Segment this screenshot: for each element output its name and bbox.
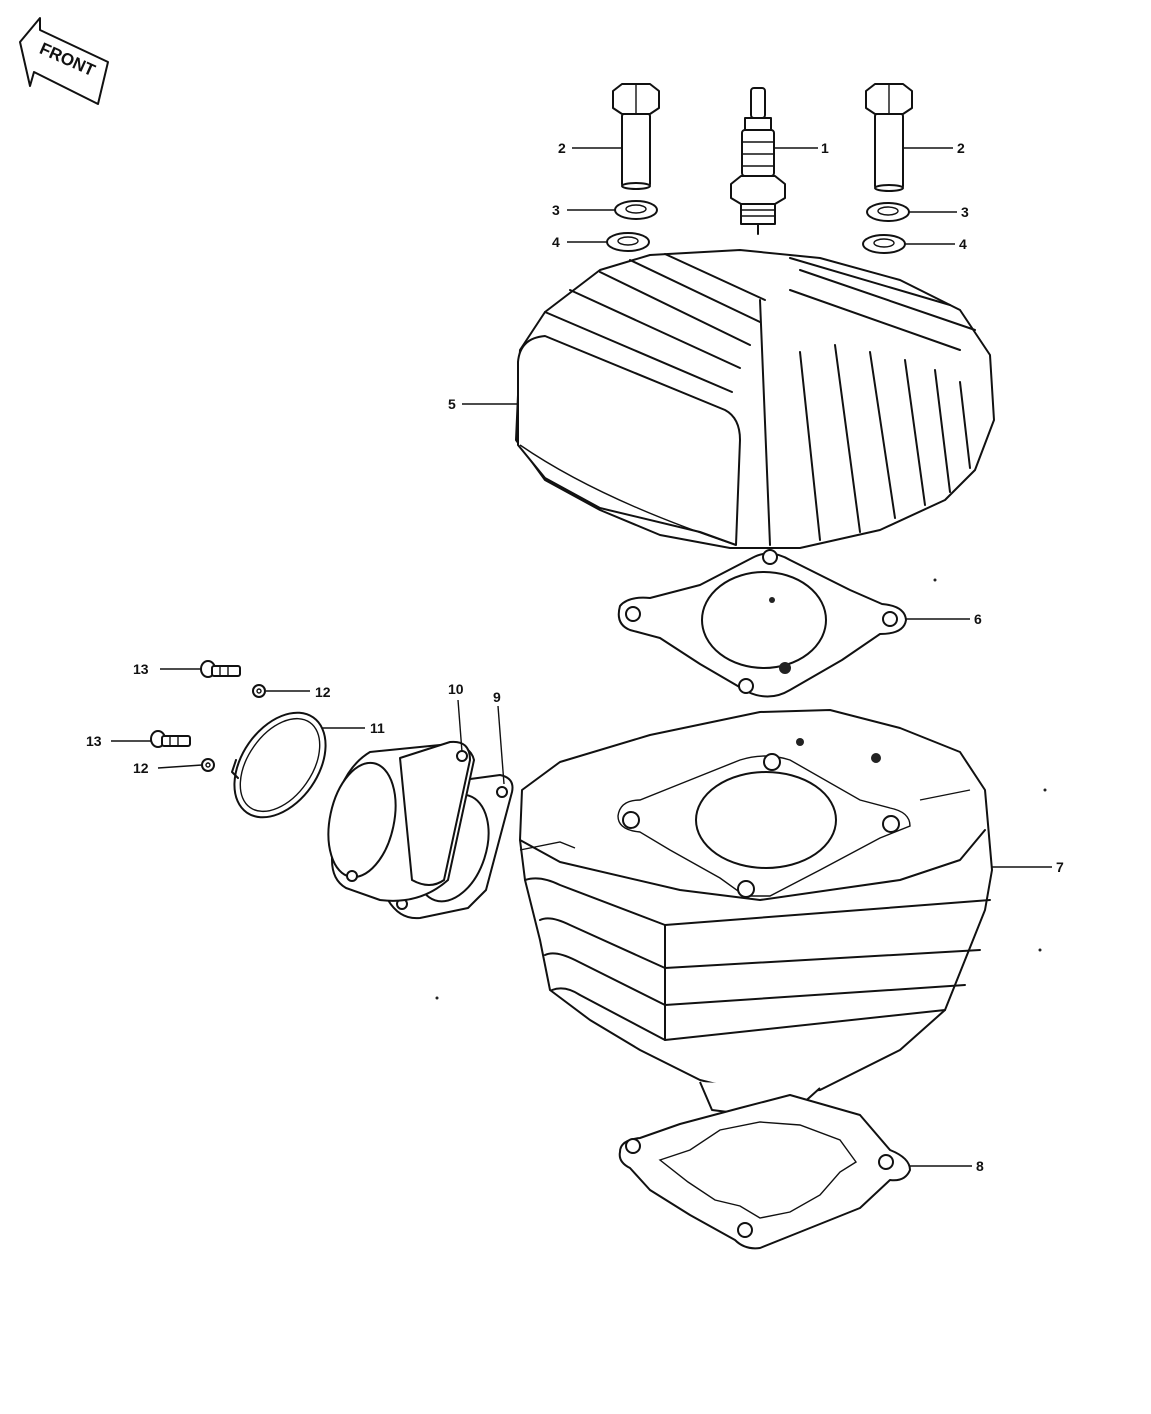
callout-screw-upper: 13 bbox=[133, 661, 149, 677]
scan-specks bbox=[435, 578, 1047, 1000]
lock-washer-upper bbox=[252, 684, 266, 698]
head-bolt-right bbox=[865, 83, 913, 192]
lock-washer-lower bbox=[201, 758, 215, 772]
washer-upper-left bbox=[614, 200, 658, 220]
leader-lines bbox=[111, 147, 1052, 1167]
callout-spark-plug: 1 bbox=[821, 140, 829, 156]
screw-lower bbox=[150, 730, 191, 748]
callout-base-gasket: 8 bbox=[976, 1158, 984, 1174]
intake-manifold bbox=[327, 740, 475, 902]
callout-head-bolt-right: 2 bbox=[957, 140, 965, 156]
cylinder bbox=[519, 709, 993, 1117]
callout-washer-upper-left: 3 bbox=[552, 202, 560, 218]
callout-washer-lower-right: 4 bbox=[959, 236, 967, 252]
callout-head-gasket: 6 bbox=[974, 611, 982, 627]
screw-upper bbox=[200, 660, 241, 678]
callout-washer-upper-right: 3 bbox=[961, 204, 969, 220]
callout-head-bolt-left: 2 bbox=[558, 140, 566, 156]
head-gasket bbox=[617, 549, 907, 698]
callout-lock-washer-upper: 12 bbox=[315, 684, 331, 700]
base-gasket bbox=[618, 1094, 911, 1250]
callout-lock-washer-lower: 12 bbox=[133, 760, 149, 776]
callout-washer-lower-left: 4 bbox=[552, 234, 560, 250]
callout-labels: 1 2 2 3 3 4 4 5 6 7 8 9 10 11 12 12 13 1… bbox=[86, 140, 1064, 1174]
washer-lower-right bbox=[862, 234, 906, 254]
callout-cylinder-head: 5 bbox=[448, 396, 456, 412]
washer-upper-right bbox=[866, 202, 910, 222]
hose-clamp bbox=[231, 711, 327, 819]
head-bolt-left bbox=[612, 83, 660, 190]
callout-intake-gasket: 9 bbox=[493, 689, 501, 705]
callout-hose-clamp: 11 bbox=[370, 720, 385, 736]
spark-plug bbox=[730, 87, 786, 235]
cylinder-head bbox=[515, 249, 995, 549]
front-arrow-icon: FRONT bbox=[19, 17, 109, 105]
callout-screw-lower: 13 bbox=[86, 733, 102, 749]
washer-lower-left bbox=[606, 232, 650, 252]
callout-cylinder: 7 bbox=[1056, 859, 1064, 875]
callout-intake-manifold: 10 bbox=[448, 681, 464, 697]
